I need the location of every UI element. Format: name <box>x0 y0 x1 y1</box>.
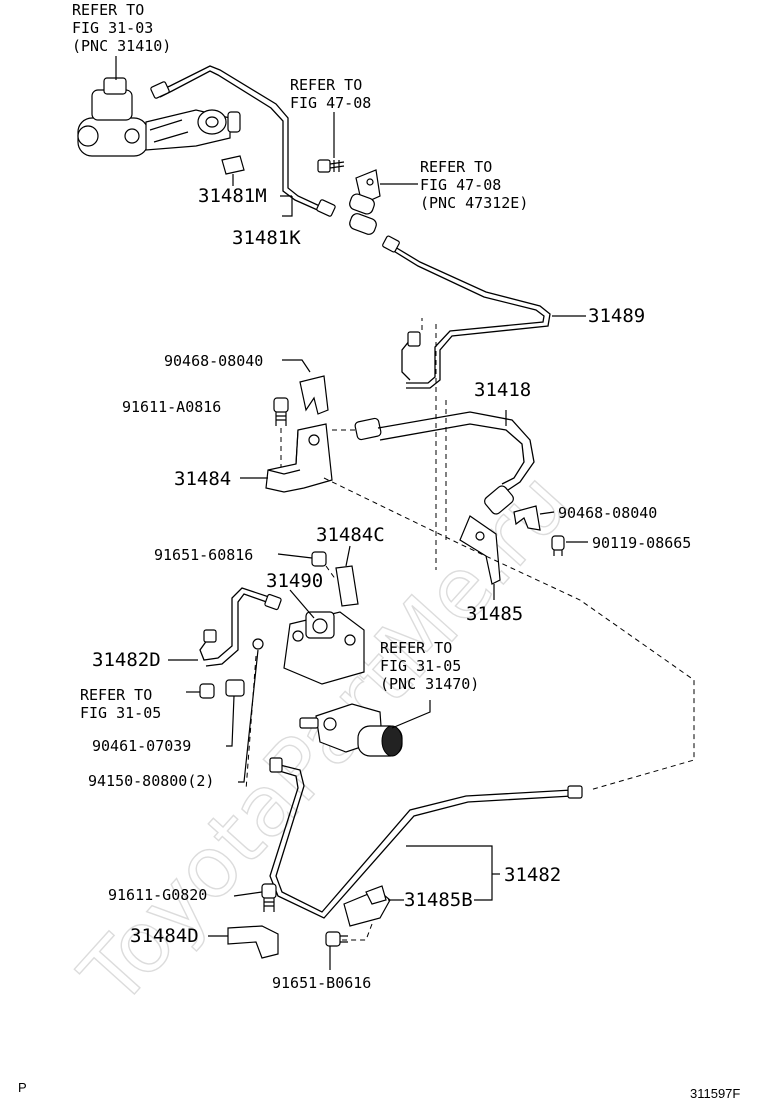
master-cylinder-illustration <box>77 77 241 157</box>
bracket-31484 <box>240 423 333 493</box>
ref-fig-31-05-a-line1: REFER TO <box>380 639 452 657</box>
ref-fig-31-05-b-line2: FIG 31-05 <box>80 704 161 722</box>
part-91611-G0820: 91611-G0820 <box>108 886 207 904</box>
part-31482D: 31482D <box>92 649 161 671</box>
part-90119-08665: 90119-08665 <box>592 534 691 552</box>
footer-figure-id: 311597F <box>690 1086 740 1101</box>
part-31485: 31485 <box>466 603 523 625</box>
part-90468-08040-lower: 90468-08040 <box>558 504 657 522</box>
part-94150-80800: 94150-80800(2) <box>88 772 214 790</box>
ref-fig-31-03-line2: FIG 31-03 <box>72 19 153 37</box>
part-31482: 31482 <box>504 864 561 886</box>
bracket-31485 <box>459 515 501 600</box>
flexible-hose-31418 <box>332 410 535 515</box>
part-31489: 31489 <box>588 305 645 327</box>
release-cylinder-31470 <box>299 700 431 757</box>
ref-fig-31-03-line3: (PNC 31410) <box>72 37 171 55</box>
footer-left-code: P <box>18 1080 27 1095</box>
part-91611-A0816: 91611-A0816 <box>122 398 221 416</box>
pipe-31482 <box>269 757 583 919</box>
ref-fig-47-08-b-line2: FIG 47-08 <box>420 176 501 194</box>
part-90461-07039: 90461-07039 <box>92 737 191 755</box>
ref-fig-31-03-line1: REFER TO <box>72 1 144 19</box>
bolt-47-08 <box>317 112 345 173</box>
ref-fig-47-08-b-line3: (PNC 47312E) <box>420 194 528 212</box>
part-91651-B0616: 91651-B0616 <box>272 974 371 992</box>
bracket-47312E <box>349 169 418 235</box>
part-31484: 31484 <box>174 468 231 490</box>
ref-fig-31-05-a-line2: FIG 31-05 <box>380 657 461 675</box>
part-31481K: 31481K <box>232 227 301 249</box>
part-31485B: 31485B <box>404 889 473 911</box>
part-91651-60816: 91651-60816 <box>154 546 253 564</box>
part-31418: 31418 <box>474 379 531 401</box>
ref-fig-31-05-a-line3: (PNC 31470) <box>380 675 479 693</box>
part-31484D: 31484D <box>130 925 199 947</box>
part-31481M: 31481M <box>198 185 267 207</box>
junction-block-31490 <box>283 589 365 685</box>
part-31490: 31490 <box>266 570 323 592</box>
ref-fig-47-08-a-line2: FIG 47-08 <box>290 94 371 112</box>
part-90468-08040-upper: 90468-08040 <box>164 352 263 370</box>
ref-fig-47-08-b-line1: REFER TO <box>420 158 492 176</box>
ref-fig-47-08-a-line1: REFER TO <box>290 76 362 94</box>
ref-fig-31-05-b-line1: REFER TO <box>80 686 152 704</box>
part-31484C: 31484C <box>316 524 385 546</box>
